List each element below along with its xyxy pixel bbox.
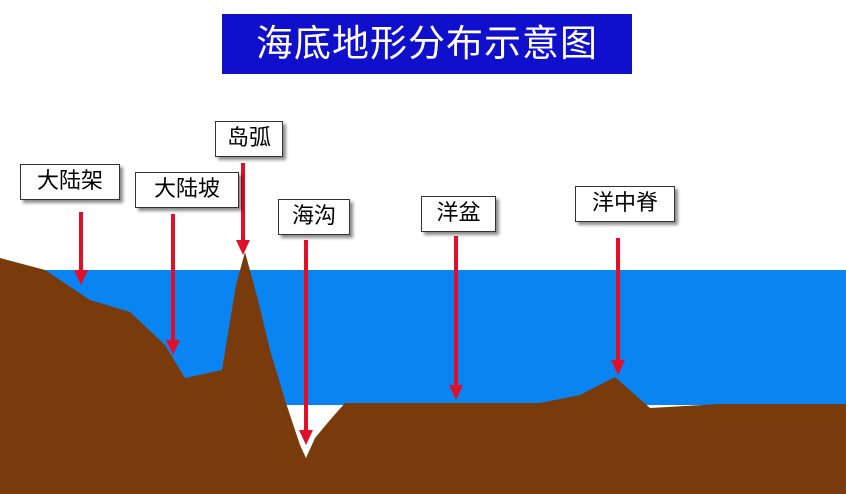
arrow-continental-slope <box>166 214 180 355</box>
arrow-continental-shelf <box>74 212 88 285</box>
label-continental-shelf: 大陆架 <box>20 164 120 200</box>
seabed <box>0 252 846 494</box>
label-ocean-basin: 洋盆 <box>421 196 496 232</box>
arrow-ocean-basin <box>449 236 463 400</box>
label-mid-ocean-ridge: 洋中脊 <box>575 186 675 222</box>
arrow-trench <box>299 240 313 445</box>
label-continental-slope: 大陆坡 <box>135 172 239 208</box>
arrow-mid-ocean-ridge <box>611 238 625 375</box>
arrow-island-arc <box>236 163 250 255</box>
label-trench: 海沟 <box>278 199 350 235</box>
diagram-title: 海底地形分布示意图 <box>222 14 632 74</box>
label-island-arc: 岛弧 <box>215 121 283 157</box>
